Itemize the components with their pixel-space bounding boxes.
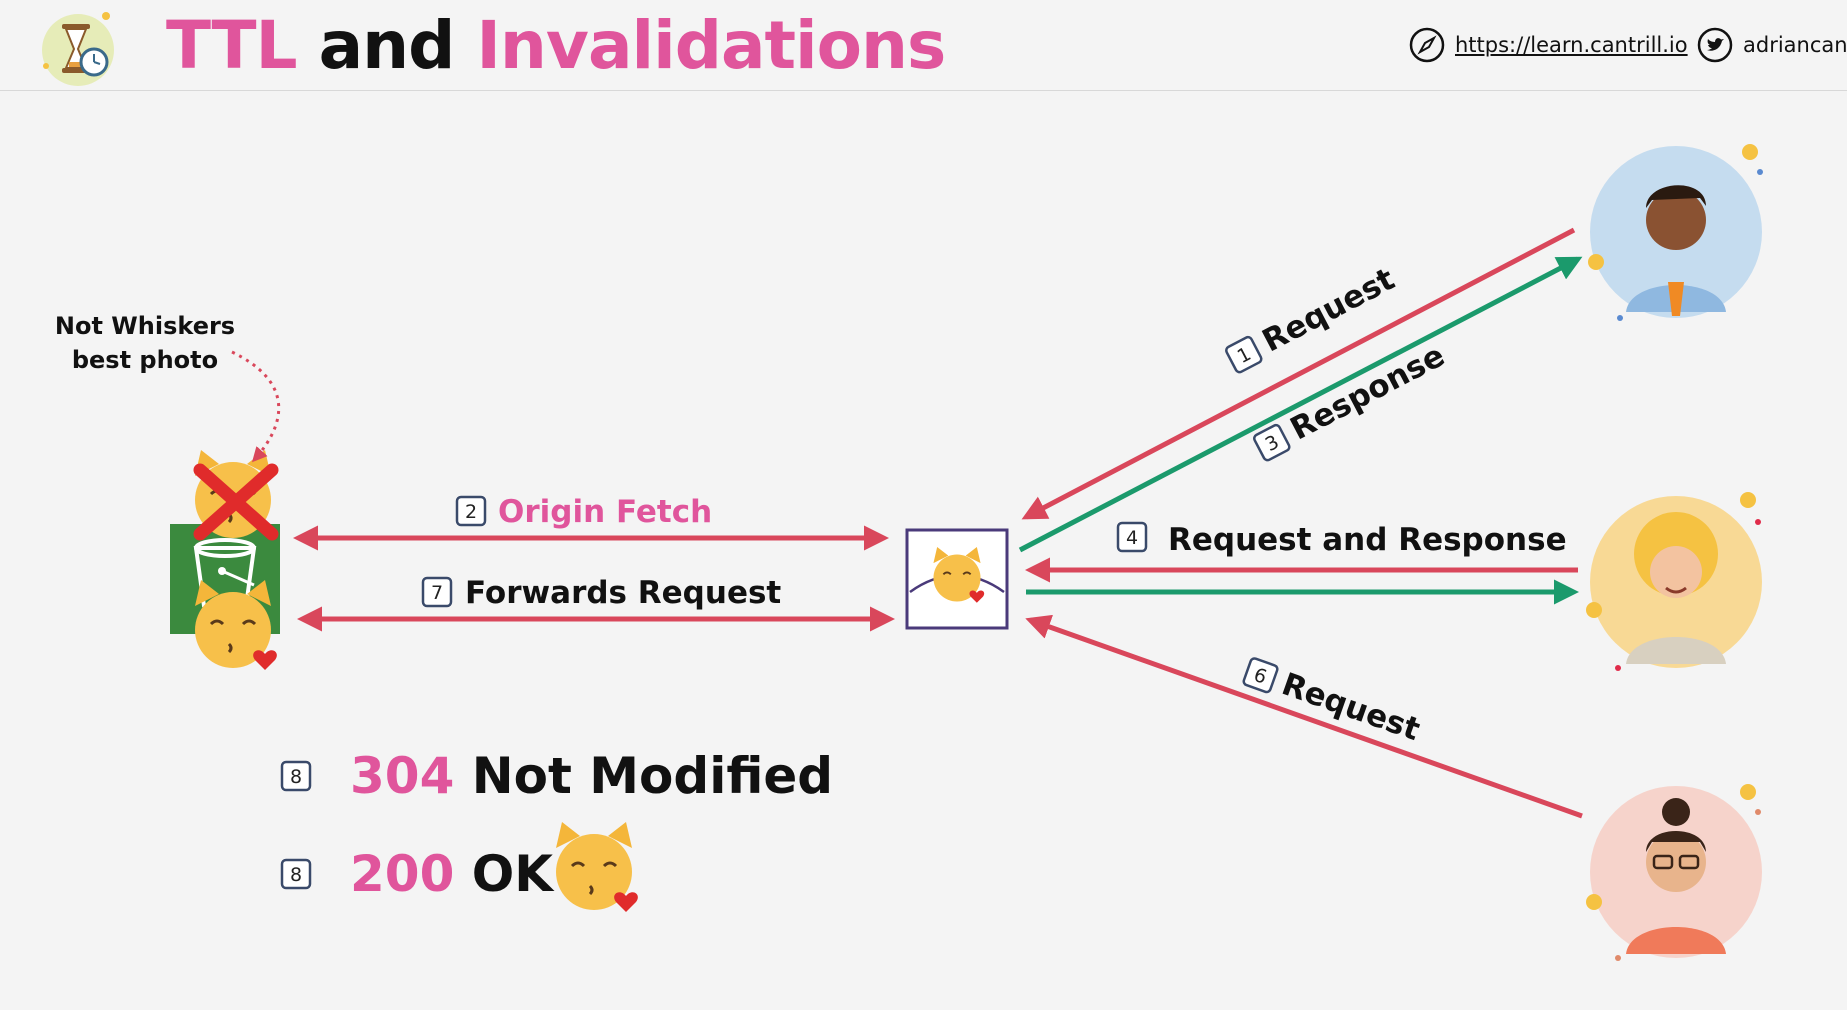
step-badge: 2 (465, 501, 477, 523)
step-badge: 7 (431, 582, 443, 604)
page-title: TTL and Invalidations (166, 7, 946, 84)
svg-text:8: 8 (290, 864, 302, 886)
request-1-text: Request (1257, 261, 1401, 359)
response-3-text: Response (1285, 338, 1451, 448)
response-3-label: 3 Response (1253, 338, 1451, 462)
origin-fetch-label: 2 Origin Fetch (455, 494, 712, 530)
forwards-request-text: Forwards Request (465, 575, 781, 611)
origin-fetch-text: Origin Fetch (498, 494, 712, 530)
user-woman-icon (1586, 784, 1762, 961)
status-200-ok: 200 OK (350, 845, 554, 903)
kissing-cat-icon (556, 822, 638, 912)
request-response-4-label: 4 Request and Response (1116, 521, 1567, 558)
request-response-4-text: Request and Response (1168, 522, 1567, 558)
user-blonde-icon (1586, 492, 1762, 671)
status-304-not-modified: 304 Not Modified (350, 747, 834, 805)
edge-location-icon (905, 528, 1009, 630)
request-1-arrow (1021, 227, 1576, 520)
hourglass-icon (42, 12, 114, 86)
forwards-request-label: 7 Forwards Request (421, 575, 781, 611)
request-6-label: 6 Request (1242, 657, 1425, 748)
compass-icon (1409, 27, 1445, 63)
user-man-icon (1588, 144, 1763, 321)
not-whiskers-note: Not Whiskers best photo (54, 312, 236, 374)
header-bar: TTL and Invalidations https://learn.cant… (0, 0, 1847, 91)
red-x-icon (193, 463, 279, 541)
request-1-label: 1 Request (1225, 261, 1401, 374)
request-6-arrow (1025, 614, 1583, 819)
response-3-arrow (1018, 256, 1583, 553)
status-200-badge: 8 (280, 858, 312, 890)
step-badge: 4 (1126, 527, 1138, 549)
learn-cantrill-link[interactable]: https://learn.cantrill.io (1455, 33, 1688, 57)
twitter-handle[interactable]: adriancantrill (1743, 33, 1847, 57)
twitter-icon (1697, 27, 1733, 63)
svg-text:8: 8 (290, 766, 302, 788)
status-304-badge: 8 (280, 760, 312, 792)
kissing-cat-icon (195, 580, 277, 670)
